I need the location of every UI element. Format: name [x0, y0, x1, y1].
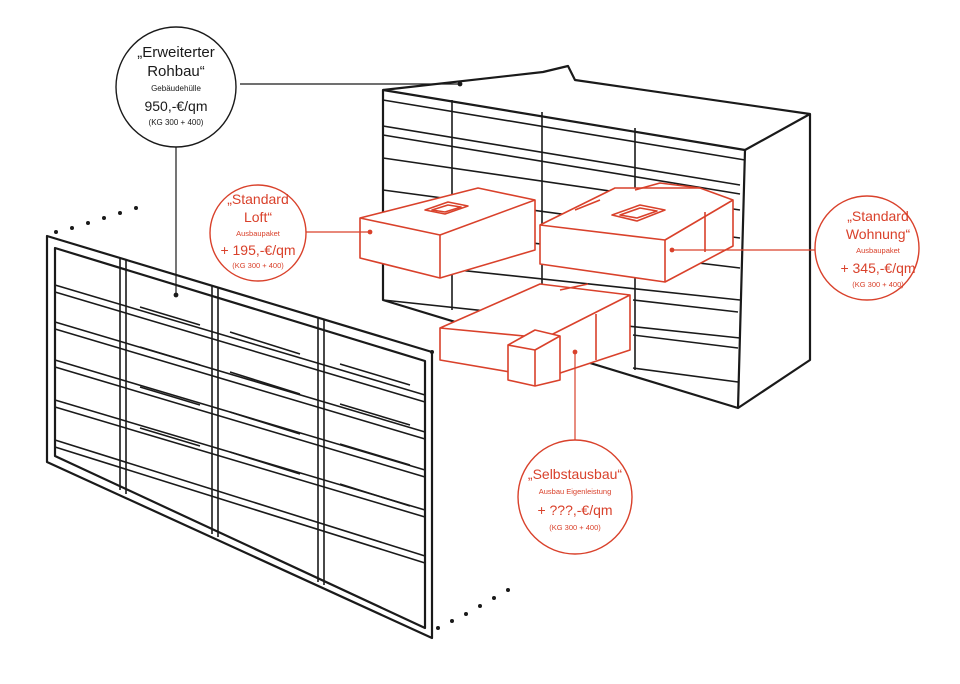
rohbau-price: 950,-€/qm — [144, 98, 207, 114]
loft-title-1: „Standard — [227, 191, 288, 207]
wohnung-kg: (KG 300 + 400) — [852, 280, 904, 289]
rohbau-title-2: Rohbau“ — [147, 63, 205, 80]
rohbau-kg: (KG 300 + 400) — [149, 118, 204, 127]
loft-title-2: Loft“ — [244, 209, 272, 225]
leader-dot — [457, 81, 463, 87]
loft-module — [359, 187, 536, 279]
wohnung-title-2: Wohnung“ — [846, 226, 911, 242]
selbstausbau-kg: (KG 300 + 400) — [549, 523, 601, 532]
selbstausbau-price: + ???,-€/qm — [537, 502, 612, 518]
dotted-continuation-top — [54, 206, 138, 234]
selbstausbau-title: „Selbstausbau“ — [528, 466, 623, 482]
callout-selbstausbau: „Selbstausbau“ Ausbau Eigenleistung + ??… — [517, 439, 633, 555]
selbstausbau-subtitle: Ausbau Eigenleistung — [539, 487, 612, 496]
loft-price: + 195,-€/qm — [220, 242, 295, 258]
leader-dot — [173, 292, 179, 298]
leader-dot — [367, 229, 373, 235]
callout-rohbau: „Erweiterter Rohbau“ Gebäudehülle 950,-€… — [115, 26, 237, 148]
leader-dot — [572, 349, 578, 355]
callout-wohnung: „Standard Wohnung“ Ausbaupaket + 345,-€/… — [814, 195, 920, 301]
loft-subtitle: Ausbaupaket — [236, 229, 281, 238]
wohnung-price: + 345,-€/qm — [840, 260, 915, 276]
selbstausbau-module — [439, 283, 631, 387]
loft-kg: (KG 300 + 400) — [232, 261, 284, 270]
wohnung-subtitle: Ausbaupaket — [856, 246, 901, 255]
rohbau-subtitle: Gebäudehülle — [151, 84, 201, 93]
front-facade — [45, 206, 510, 640]
wohnung-title-1: „Standard — [847, 208, 908, 224]
wohnung-module — [539, 182, 734, 283]
rohbau-title-1: „Erweiterter — [137, 44, 215, 61]
callout-loft: „Standard Loft“ Ausbaupaket + 195,-€/qm … — [209, 184, 307, 282]
leader-dot — [669, 247, 675, 253]
